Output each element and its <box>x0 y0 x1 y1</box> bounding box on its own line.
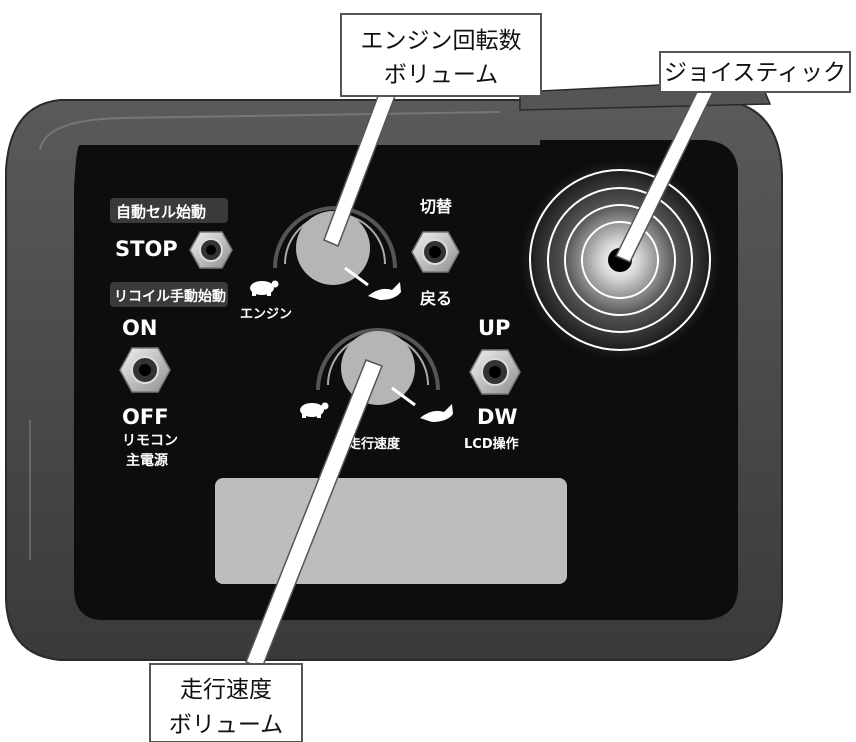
lcd-display-window <box>215 478 567 584</box>
callout-speed-line2: ボリューム <box>169 712 283 738</box>
callout-engine-volume: エンジン回転数 ボリューム <box>340 13 542 97</box>
callout-engine-line1: エンジン回転数 <box>361 28 522 54</box>
joystick[interactable] <box>520 160 720 360</box>
engine-dial-pointer <box>344 266 369 287</box>
callout-engine-line2: ボリューム <box>384 62 498 88</box>
recoil-start-tag: リコイル手動始動 <box>110 282 228 307</box>
auto-start-label: 自動セル始動 <box>116 203 206 221</box>
on-label: ON <box>122 316 157 340</box>
speed-label: 走行速度 <box>348 436 401 452</box>
start-mode-toggle-switch[interactable] <box>189 231 233 269</box>
engine-rpm-dial[interactable] <box>273 206 397 287</box>
recoil-start-label: リコイル手動始動 <box>114 288 226 305</box>
stop-label: STOP <box>115 237 178 261</box>
return-label: 戻る <box>419 289 452 308</box>
lcd-updown-toggle-switch[interactable] <box>469 349 521 395</box>
remote-main-label-line1: リモコン <box>122 433 178 449</box>
speed-dial-pointer <box>391 386 416 407</box>
callout-speed-volume: 走行速度 ボリューム <box>149 663 303 742</box>
switch-label: 切替 <box>420 197 452 216</box>
callout-leader-lines <box>245 85 718 669</box>
turtle-icon <box>300 402 329 418</box>
rabbit-icon <box>420 404 453 422</box>
off-label: OFF <box>122 405 169 429</box>
lcd-operation-label: LCD操作 <box>464 436 519 452</box>
rabbit-icon <box>368 282 401 300</box>
turtle-icon <box>250 280 279 296</box>
mode-switch-toggle[interactable] <box>411 231 460 273</box>
callout-speed-line1: 走行速度 <box>180 677 272 703</box>
remote-main-label-line2: 主電源 <box>126 452 168 469</box>
engine-label: エンジン <box>240 307 292 322</box>
callout-joystick-text: ジョイスティック <box>664 60 846 86</box>
callout-joystick: ジョイスティック <box>659 51 851 93</box>
up-label: UP <box>478 316 510 340</box>
main-power-toggle-switch[interactable] <box>119 347 171 393</box>
dw-label: DW <box>477 405 518 429</box>
auto-start-tag: 自動セル始動 <box>110 198 228 223</box>
